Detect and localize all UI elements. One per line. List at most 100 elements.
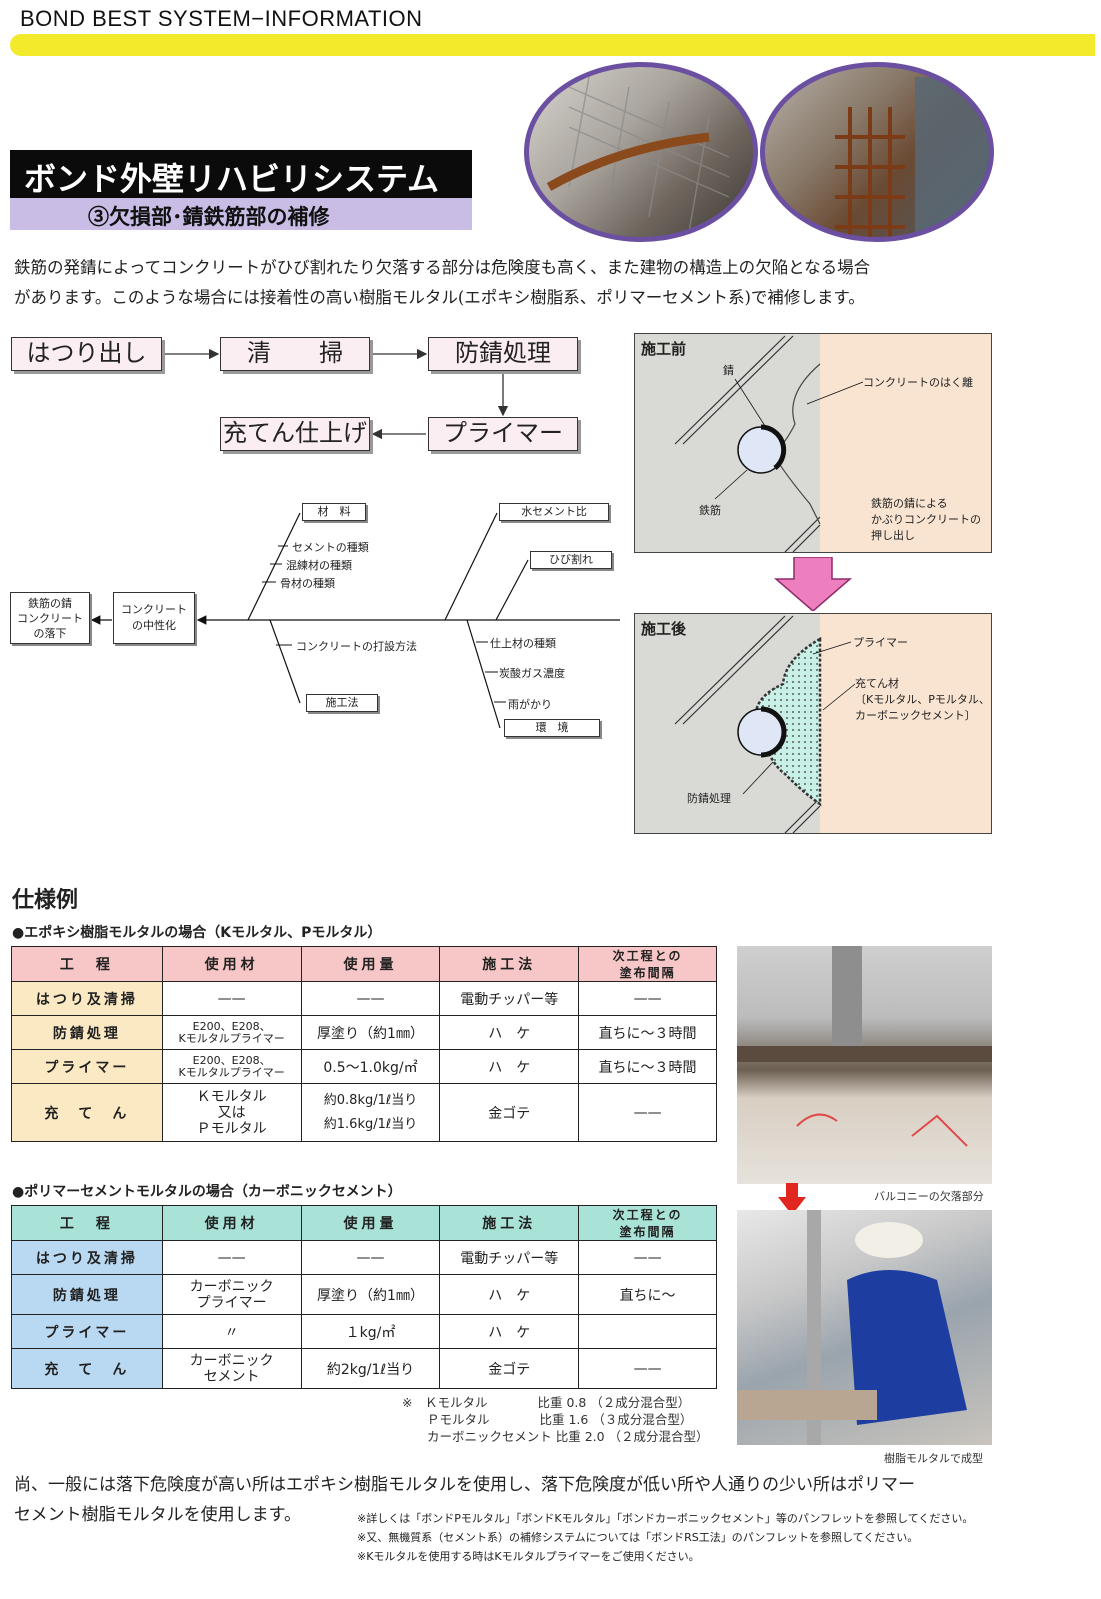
table-cell: —— xyxy=(578,1083,717,1142)
table-cell: 充 て ん xyxy=(11,1083,163,1142)
col-header-material: 使用材 xyxy=(161,1205,302,1241)
table-cell: 厚塗り（約1㎜） xyxy=(300,1015,441,1050)
table-cell: 金ゴテ xyxy=(439,1083,580,1142)
polymer-spec-table: 工 程 使用材 使用量 施工法 次工程との 塗布間隔 はつり及清掃 —— —— … xyxy=(11,1205,717,1389)
flow-step-filling: 充てん仕上げ xyxy=(220,417,370,451)
table-cell: カーボニック プライマー xyxy=(161,1274,302,1315)
table-cell: E200、E208、 Kモルタルプライマー xyxy=(161,1049,302,1084)
col-header-process: 工 程 xyxy=(11,1205,163,1241)
fishbone-cause: コンクリート の中性化 xyxy=(113,592,195,644)
before-diagram: 施工前 錆 コンクリートのはく離 鉄筋 鉄筋の錆による かぶりコンクリートの 押… xyxy=(634,333,992,553)
col-header-interval: 次工程との 塗布間隔 xyxy=(578,946,717,982)
fishbone-mat-3: 骨材の種類 xyxy=(280,577,335,590)
flow-step-chipping: はつり出し xyxy=(11,337,162,371)
table-cell: 電動チッパー等 xyxy=(439,1240,580,1275)
before-push-label: 鉄筋の錆による かぶりコンクリートの 押し出し xyxy=(871,497,981,542)
flow-step-cleaning: 清 掃 xyxy=(220,337,370,371)
footnote-2: ※又、無機質系（セメント系）の補修システムについては「ボンドRS工法」のパンフレ… xyxy=(357,1531,919,1544)
table-row: プライマー 〃 １kg/㎡ ハ ケ xyxy=(11,1314,717,1349)
photo-worker xyxy=(737,1210,992,1445)
table-cell: プライマー xyxy=(11,1314,163,1349)
table-cell: １kg/㎡ xyxy=(300,1314,441,1349)
table-cell: ハ ケ xyxy=(439,1049,580,1084)
col-header-amount: 使用量 xyxy=(300,946,441,982)
fishbone-env-1: 仕上材の種類 xyxy=(490,637,556,650)
table-cell: —— xyxy=(161,981,302,1016)
flow-step-primer: プライマー xyxy=(428,417,578,451)
table-cell: ハ ケ xyxy=(439,1314,580,1349)
table-cell: 直ちに～３時間 xyxy=(578,1015,717,1050)
rebar-icon xyxy=(835,77,989,237)
fishbone-env-3: 雨がかり xyxy=(508,698,552,711)
table-cell: ハ ケ xyxy=(439,1274,580,1315)
footer-line-1: 尚、一般には落下危険度が高い所はエポキシ樹脂モルタルを使用し、落下危険度が低い所… xyxy=(14,1475,915,1495)
table1-title: ●エポキシ樹脂モルタルの場合（Kモルタル、Pモルタル） xyxy=(12,925,382,941)
table-cell: E200、E208、 Kモルタルプライマー xyxy=(161,1015,302,1050)
table-cell: —— xyxy=(300,981,441,1016)
fishbone-mat-2: 混練材の種類 xyxy=(286,559,352,572)
flow-arrows xyxy=(164,348,509,440)
col-header-method: 施工法 xyxy=(439,1205,580,1241)
table-cell: ハ ケ xyxy=(439,1015,580,1050)
before-title: 施工前 xyxy=(641,340,687,358)
before-drawing xyxy=(674,335,864,552)
table-cell: はつり及清掃 xyxy=(11,981,163,1016)
fishbone-materials: 材 料 xyxy=(302,503,366,521)
table-cell: 充 て ん xyxy=(11,1348,163,1389)
photo-column-rebar xyxy=(760,62,994,242)
intro-line-2: があります。このような場合には接着性の高い樹脂モルタル(エポキシ樹脂系、ポリマー… xyxy=(14,288,865,307)
yellow-band xyxy=(10,34,1095,56)
table-cell: —— xyxy=(578,981,717,1016)
specific-gravity-notes: ※ Ｋモルタル 比重 0.8 （２成分混合型） Ｐモルタル 比重 1.6 （３成… xyxy=(402,1395,709,1444)
epoxy-spec-table: 工 程 使用材 使用量 施工法 次工程との 塗布間隔 はつり及清掃 —— —— … xyxy=(11,946,717,1142)
table-cell: 約0.8kg/1ℓ当り 約1.6kg/1ℓ当り xyxy=(300,1083,441,1142)
before-spall-label: コンクリートのはく離 xyxy=(863,376,973,389)
table-cell: 電動チッパー等 xyxy=(439,981,580,1016)
col-header-process: 工 程 xyxy=(11,946,163,982)
table2-title: ●ポリマーセメントモルタルの場合（カーボニックセメント） xyxy=(12,1184,402,1200)
before-rebar-label: 鉄筋 xyxy=(699,504,721,517)
before-rust-label: 錆 xyxy=(723,364,734,377)
fishbone-env-2: 炭酸ガス濃度 xyxy=(499,667,565,680)
table-cell: 金ゴテ xyxy=(439,1348,580,1389)
table-cell: —— xyxy=(300,1240,441,1275)
balcony-caption: バルコニーの欠落部分 xyxy=(874,1190,984,1203)
spec-title: 仕様例 xyxy=(12,887,79,913)
table-row: 防錆処理 カーボニック プライマー 厚塗り（約1㎜） ハ ケ 直ちに～ xyxy=(11,1274,717,1315)
table-row: プライマー E200、E208、 Kモルタルプライマー 0.5～1.0kg/㎡ … xyxy=(11,1049,717,1084)
fishbone-wc-ratio: 水セメント比 xyxy=(499,503,609,521)
fishbone-placing: コンクリートの打設方法 xyxy=(296,640,417,653)
red-down-arrow-icon xyxy=(778,1183,806,1215)
fishbone-method: 施工法 xyxy=(306,694,378,712)
intro-line-1: 鉄筋の発錆によってコンクリートがひび割れたり欠落する部分は危険度も高く、また建物… xyxy=(14,258,871,277)
resin-caption: 樹脂モルタルで成型 xyxy=(884,1452,983,1465)
table-row: はつり及清掃 —— —— 電動チッパー等 —— xyxy=(11,1240,717,1275)
table-cell: —— xyxy=(578,1240,717,1275)
table-cell: はつり及清掃 xyxy=(11,1240,163,1275)
col-header-material: 使用材 xyxy=(161,946,302,982)
table-cell: Ｋモルタル 又は Ｐモルタル xyxy=(161,1083,302,1142)
flow-step-antirust: 防錆処理 xyxy=(428,337,578,371)
fishbone-lines xyxy=(90,512,620,729)
main-title: ボンド外壁リハビリシステム xyxy=(10,150,472,198)
table-cell: 厚塗り（約1㎜） xyxy=(300,1274,441,1315)
footnote-1: ※詳しくは「ボンドPモルタル」「ボンドKモルタル」「ボンドカーボニックセメント」… xyxy=(357,1512,974,1525)
fishbone-mat-1: セメントの種類 xyxy=(292,541,369,554)
table-row: 防錆処理 E200、E208、 Kモルタルプライマー 厚塗り（約1㎜） ハ ケ … xyxy=(11,1015,717,1050)
fishbone-result: 鉄筋の錆 コンクリート の落下 xyxy=(10,592,90,644)
header-title: BOND BEST SYSTEM−INFORMATION xyxy=(20,6,423,31)
table-cell xyxy=(578,1314,717,1349)
footnote-3: ※Kモルタルを使用する時はKモルタルプライマーをご使用ください。 xyxy=(357,1550,700,1563)
after-drawing xyxy=(674,615,856,833)
table-cell: 直ちに～ xyxy=(578,1274,717,1315)
photo-window-damage xyxy=(524,62,758,242)
col-header-interval: 次工程との 塗布間隔 xyxy=(578,1205,717,1241)
after-diagram: 施工後 プライマー 充てん材 〔Kモルタル、Pモルタル、 カーボニックセメント〕… xyxy=(634,613,992,834)
table-row: 充 て ん カーボニック セメント 約2kg/1ℓ当り 金ゴテ —— xyxy=(11,1348,717,1389)
balcony-photo-icon xyxy=(737,946,992,1147)
table-cell: 約2kg/1ℓ当り xyxy=(300,1348,441,1389)
photo-balcony xyxy=(737,946,992,1184)
after-antirust-label: 防錆処理 xyxy=(687,792,731,805)
after-primer-label: プライマー xyxy=(853,636,908,649)
after-filler-label: 充てん材 〔Kモルタル、Pモルタル、 カーボニックセメント〕 xyxy=(855,677,990,722)
